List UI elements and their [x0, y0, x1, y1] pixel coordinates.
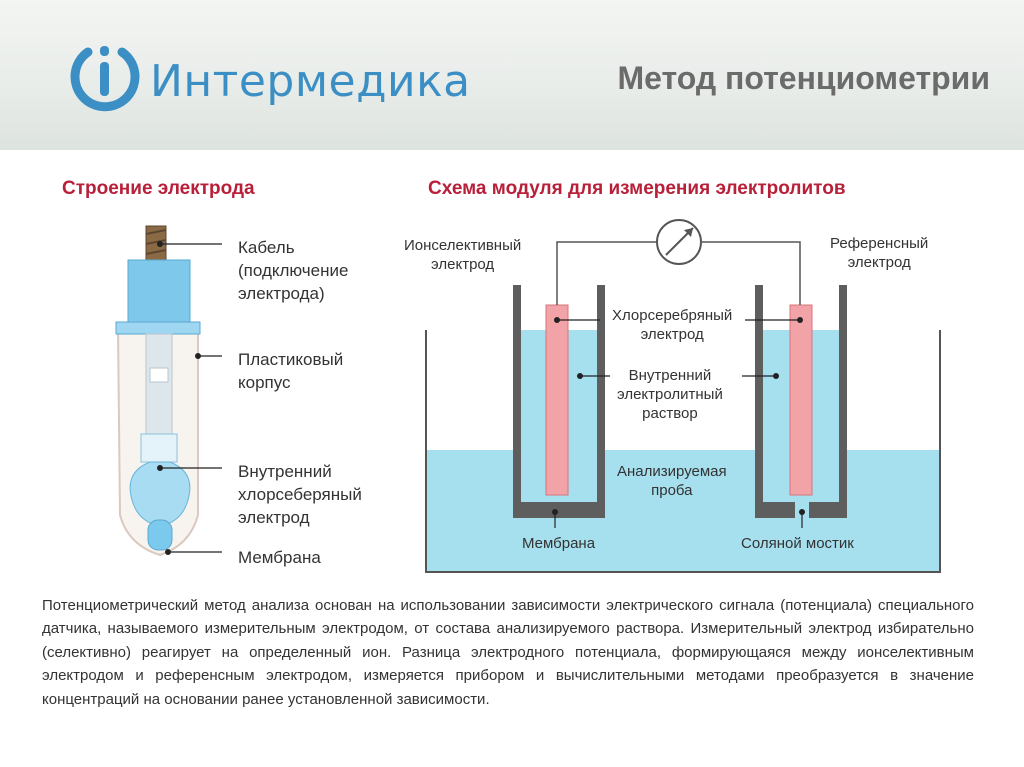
membrane-bar-shape: [513, 502, 605, 518]
right-wall-shape: [755, 285, 763, 510]
content-area: Строение электрода Схема модуля для изме…: [0, 150, 1024, 767]
inner-electrode-label: Внутренний хлорсеберяный электрод: [238, 462, 362, 527]
brand-name: Интермедика: [150, 56, 471, 107]
inner-tube-shape: [145, 333, 173, 440]
intermedika-logo-icon: [70, 46, 140, 112]
membrane-label: Мембрана: [238, 548, 321, 567]
reference-electrode-label: Референсный электрод: [830, 235, 929, 271]
membrane-shape: [147, 519, 173, 551]
vessel-shape: [425, 330, 941, 573]
plastic-body-label: Пластиковый корпус: [238, 350, 344, 392]
right-rod-shape: [789, 304, 813, 496]
left-wall-shape: [513, 285, 521, 510]
salt-bridge-label: Соляной мостик: [741, 535, 854, 552]
description-paragraph: Потенциометрический метод анализа основа…: [42, 597, 974, 708]
salt-bridge-shape: [809, 502, 847, 518]
header: Интермедика Метод потенциометрии: [0, 0, 1024, 150]
sample-liquid-shape: [426, 450, 940, 572]
ion-selective-electrode-label: Ионселективный электрод: [404, 237, 522, 273]
electrode-section-title: Строение электрода: [62, 178, 255, 199]
inner-solution-label: Внутренний электролитный раствор: [617, 367, 723, 422]
electrode-structure-diagram: [115, 225, 222, 557]
sample-label: Анализируемая проба: [617, 463, 727, 499]
electrode-cap-shape: [127, 259, 191, 329]
module-membrane-label: Мембрана: [522, 535, 596, 552]
left-rod-shape: [545, 304, 569, 496]
module-scheme-diagram: [425, 219, 941, 573]
silver-chloride-electrode-label: Хлорсеребряный электрод: [612, 307, 733, 343]
cable-label: Кабель (подключение электрода): [238, 238, 349, 303]
page-title: Метод потенциометрии: [617, 60, 990, 96]
module-section-title: Схема модуля для измерения электролитов: [428, 178, 846, 199]
